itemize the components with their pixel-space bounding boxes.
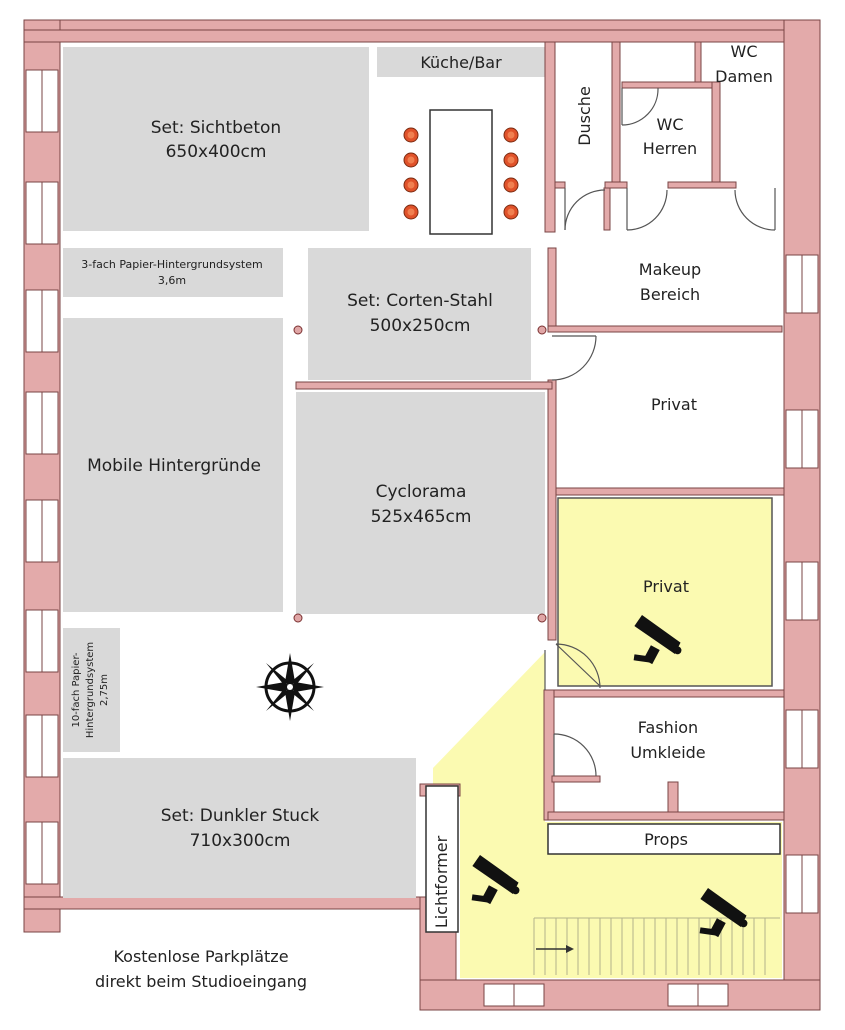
papier3-line1: 3-fach Papier-Hintergrundsystem: [81, 258, 262, 271]
wc-damen-line1: WC: [731, 42, 758, 61]
wc-herren-line2: Herren: [643, 139, 697, 158]
fashion-line1: Fashion: [638, 718, 698, 737]
set-dunkler-stuck: [63, 758, 416, 898]
compass-icon: [256, 653, 324, 721]
makeup-line2: Bereich: [640, 285, 700, 304]
sichtbeton-size: 650x400cm: [166, 142, 267, 162]
mobile-label: Mobile Hintergründe: [87, 456, 261, 476]
kitchen-table: [429, 109, 493, 235]
stairs: [533, 917, 780, 975]
door-swing-icon: [544, 87, 776, 777]
columns: [293, 325, 547, 623]
papier3-line2: 3,6m: [158, 274, 186, 287]
parking-line2: direkt beim Studioeingang: [95, 972, 307, 991]
corten-title: Set: Corten-Stahl: [347, 291, 493, 311]
corten-size: 500x250cm: [370, 316, 471, 336]
parking-line1: Kostenlose Parkplätze: [113, 947, 288, 966]
sichtbeton-title: Set: Sichtbeton: [151, 118, 281, 138]
lichtformer-label: Lichtformer: [432, 835, 451, 928]
papier-3fach: [63, 248, 283, 297]
papier10-line1: 10-fach Papier-: [71, 652, 82, 727]
outer-walls: [23, 19, 821, 1011]
stairs-arrow-icon: [536, 945, 574, 953]
papier10-line2: Hintergrundsystem: [85, 642, 96, 738]
papier10-line3: 2,75m: [99, 674, 110, 706]
yellow-zone-lower: [433, 652, 782, 978]
lichtformer-shelf: [425, 785, 459, 933]
kueche-bar: [377, 47, 545, 77]
mobile-hintergruende: [63, 318, 283, 612]
stuck-title: Set: Dunkler Stuck: [161, 806, 320, 826]
privat-yellow-label: Privat: [643, 577, 689, 596]
props-shelf: [547, 823, 781, 855]
privat-yellow-room: [557, 497, 773, 687]
wc-damen-line2: Damen: [715, 67, 773, 86]
cyclorama: [296, 392, 545, 614]
wc-herren-line1: WC: [657, 115, 684, 134]
props-label: Props: [644, 830, 688, 849]
set-corten-stahl: [308, 248, 531, 380]
makeup-line1: Makeup: [639, 260, 701, 279]
cyclorama-size: 525x465cm: [371, 507, 472, 527]
stuck-size: 710x300cm: [190, 831, 291, 851]
dusche-label: Dusche: [575, 86, 594, 146]
set-sichtbeton: [63, 47, 369, 231]
kueche-label: Küche/Bar: [420, 53, 502, 72]
fashion-line2: Umkleide: [630, 743, 705, 762]
cyclorama-title: Cyclorama: [376, 482, 467, 502]
window-icon: [25, 69, 819, 1007]
papier-10fach: [63, 628, 120, 752]
privat-top-label: Privat: [651, 395, 697, 414]
